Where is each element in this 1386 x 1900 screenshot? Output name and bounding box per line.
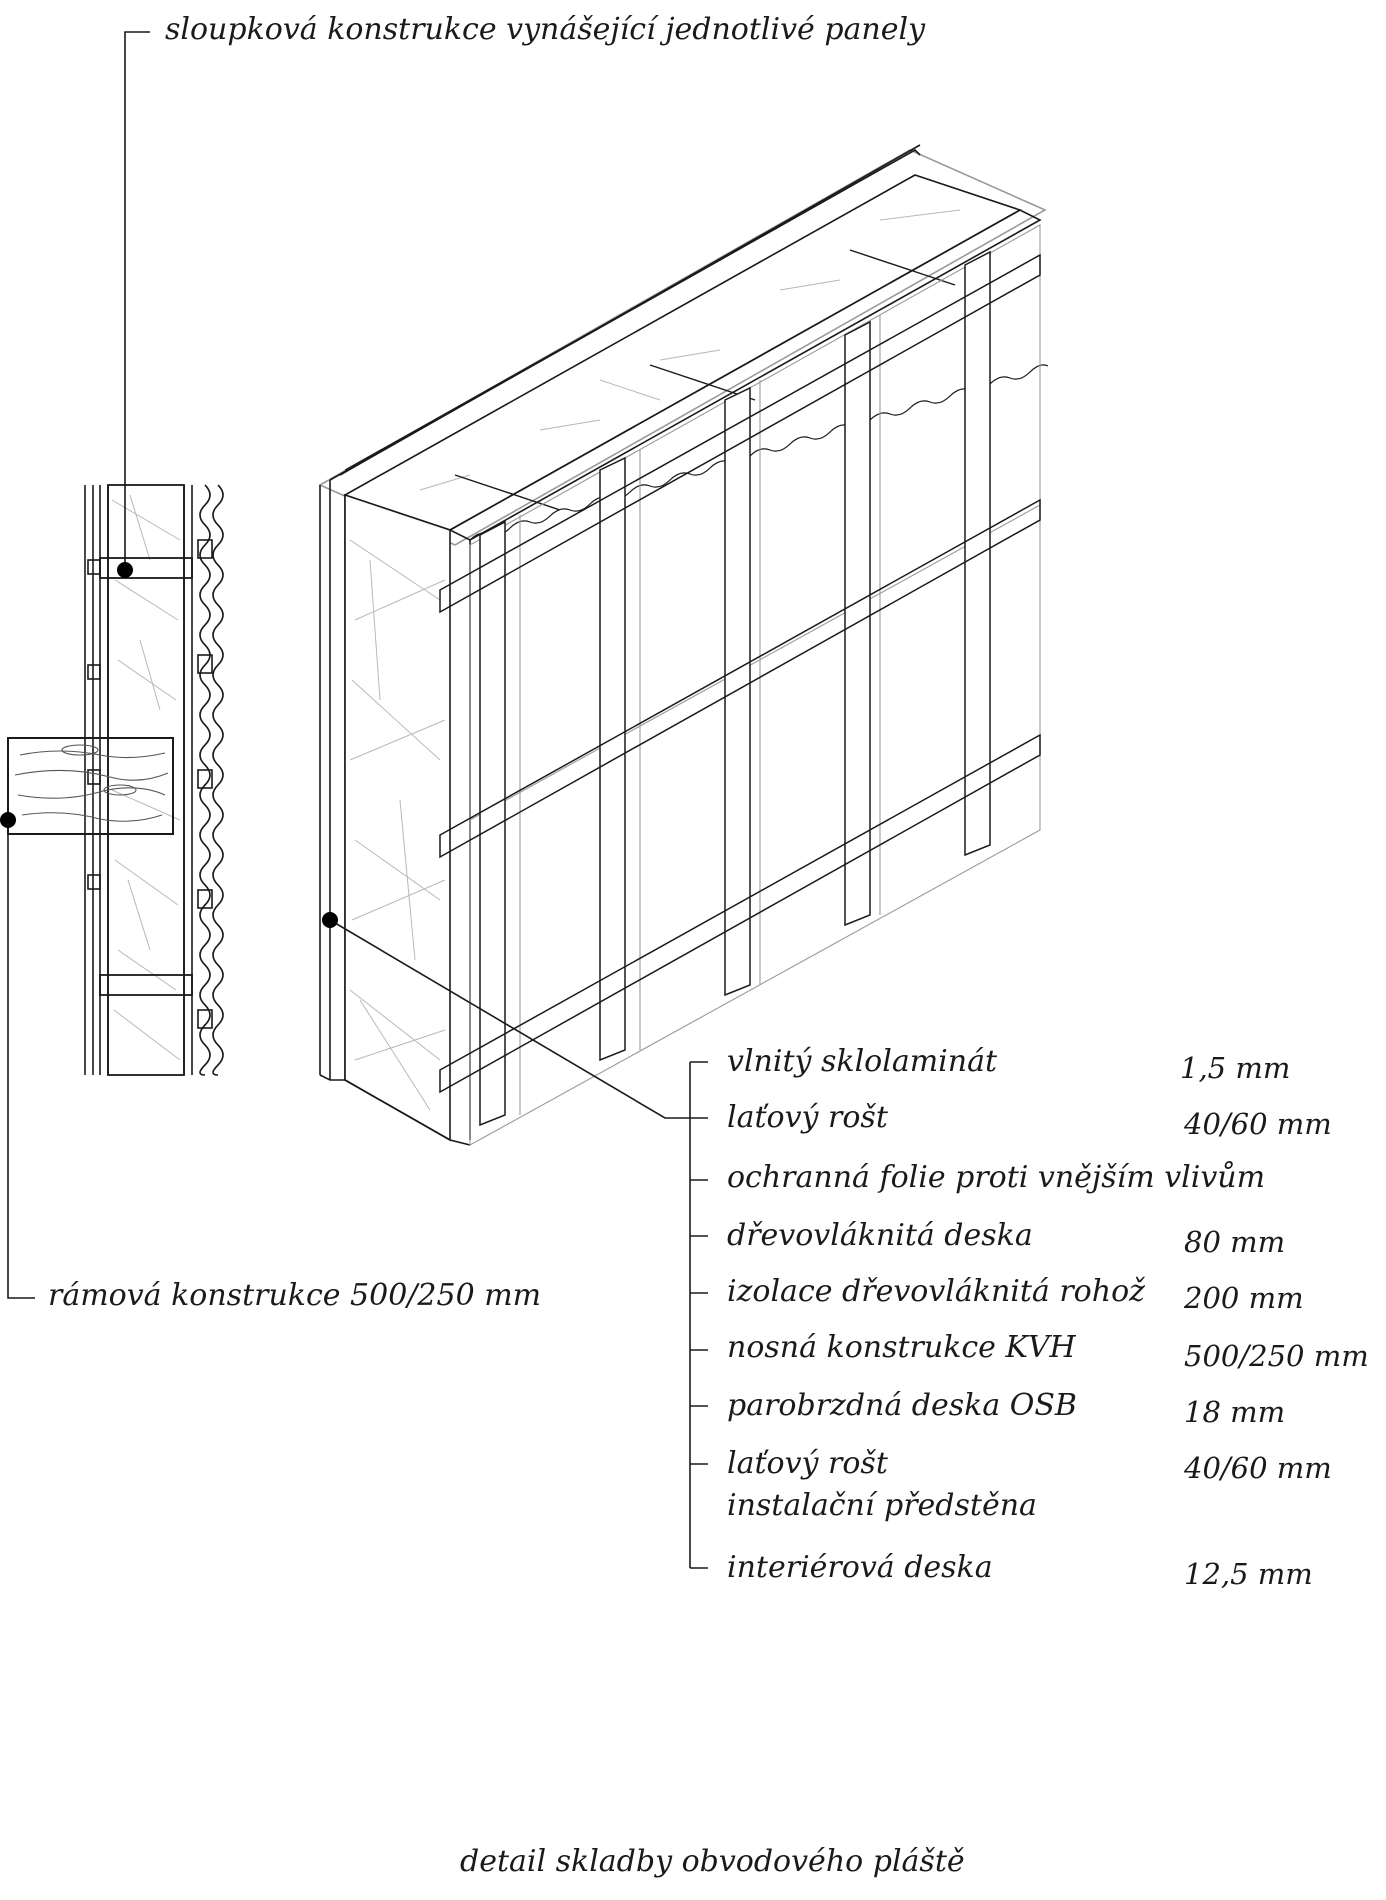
layer-name: laťový rošt [727, 1446, 888, 1481]
left-label: rámová konstrukce 500/250 mm [48, 1278, 542, 1313]
layer-name: ochranná folie proti vnějším vlivům [727, 1160, 1266, 1195]
layer-name: vlnitý sklolaminát [727, 1044, 998, 1079]
layer-name: interiérová deska [727, 1550, 993, 1585]
layer-value: 12,5 mm [1184, 1557, 1313, 1591]
layer-name: izolace dřevovláknitá rohož [727, 1274, 1145, 1309]
leader-dots [0, 562, 338, 928]
layer-value: 200 mm [1184, 1281, 1304, 1315]
layer-value: 18 mm [1184, 1395, 1286, 1429]
layer-name: dřevovláknitá deska [727, 1218, 1033, 1253]
layer-value: 40/60 mm [1184, 1451, 1332, 1485]
caption: detail skladby obvodového pláště [460, 1844, 965, 1879]
layer-value: 1,5 mm [1180, 1051, 1291, 1085]
layer-value: 80 mm [1184, 1225, 1286, 1259]
wall-section [7, 484, 224, 1076]
layer-name: nosná konstrukce KVH [727, 1330, 1076, 1365]
layer-name: parobrzdná deska OSB [727, 1388, 1077, 1423]
layer-value: 500/250 mm [1184, 1339, 1369, 1373]
layer-name: laťový rošt [727, 1100, 888, 1135]
top-label: sloupková konstrukce vynášející jednotli… [165, 12, 926, 47]
wall-isometric [318, 144, 1049, 1146]
layer-value: 40/60 mm [1184, 1107, 1332, 1141]
layer-name: instalační předstěna [727, 1488, 1037, 1523]
leader-lines [7, 31, 708, 1569]
